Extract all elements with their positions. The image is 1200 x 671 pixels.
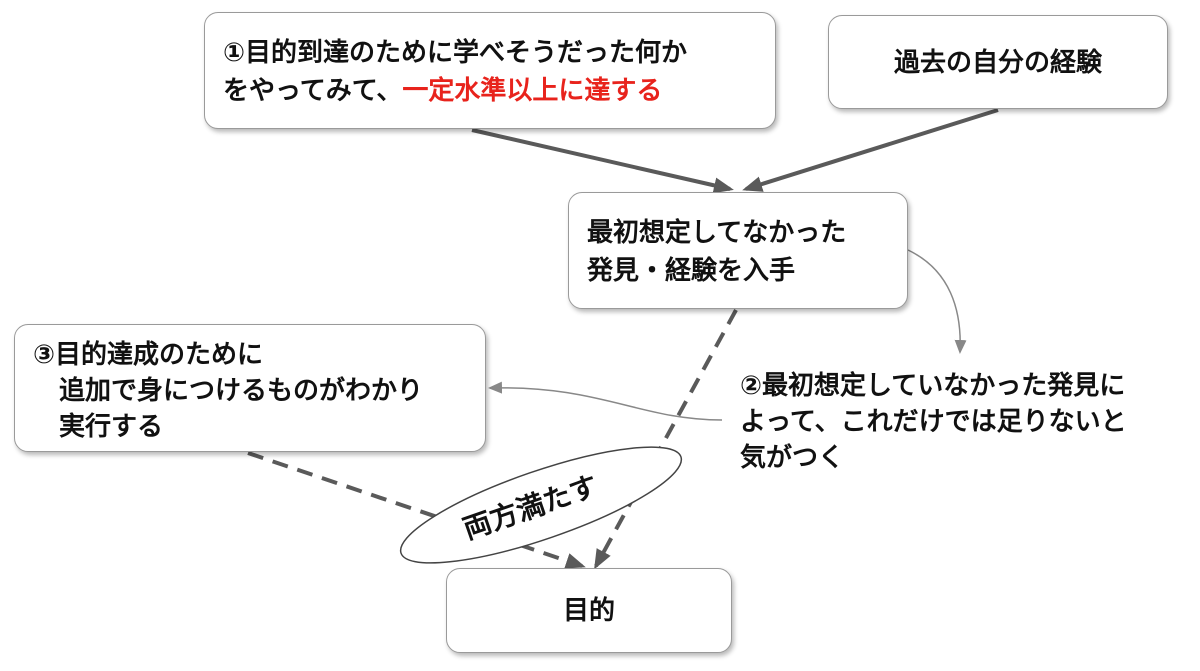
past-experience-label: 過去の自分の経験	[893, 48, 1102, 78]
arrow-step3-to-goal	[247, 451, 586, 569]
discovery-line2: 発見・経験を入手	[587, 256, 796, 286]
arrow-step2-to-step3	[488, 381, 723, 421]
discovery-line1: 最初想定してなかった	[587, 218, 847, 248]
step3-line1: ③目的達成のために	[33, 340, 264, 370]
step2-text: ②最初想定していなかった発見に よって、これだけでは足りないと 気がつく	[740, 368, 1127, 476]
step2-line1: ②最初想定していなかった発見に	[740, 371, 1126, 401]
step1-line1: ①目的到達のために学べそうだった何か	[223, 38, 688, 68]
step3-line3: 実行する	[59, 412, 164, 442]
discovery-box: 最初想定してなかった 発見・経験を入手	[568, 192, 908, 309]
step2-line2: よって、これだけでは足りないと	[740, 407, 1127, 437]
past-experience-box: 過去の自分の経験	[828, 15, 1168, 109]
arrow-discovery-to-step2	[907, 249, 967, 354]
step1-highlight-text: 一定水準以上に達する	[402, 76, 663, 106]
both-ellipse	[399, 446, 683, 564]
goal-box: 目的	[446, 568, 732, 653]
arrow-past-to-discovery	[742, 108, 999, 192]
step3-box: ③目的達成のために 追加で身につけるものがわかり 実行する	[14, 324, 486, 452]
goal-label: 目的	[562, 596, 615, 626]
step1-line2-prefix: をやってみて、	[223, 76, 403, 106]
arrow-step1-to-discovery	[471, 128, 734, 194]
step1-box: ①目的到達のために学べそうだった何か をやってみて、一定水準以上に達する	[204, 12, 776, 129]
arrow-discovery-to-goal	[594, 309, 738, 570]
step2-line3: 気がつく	[740, 443, 845, 473]
step3-line2: 追加で身につけるものがわかり	[59, 376, 424, 406]
step1-line2: をやってみて、一定水準以上に達する	[223, 73, 662, 109]
